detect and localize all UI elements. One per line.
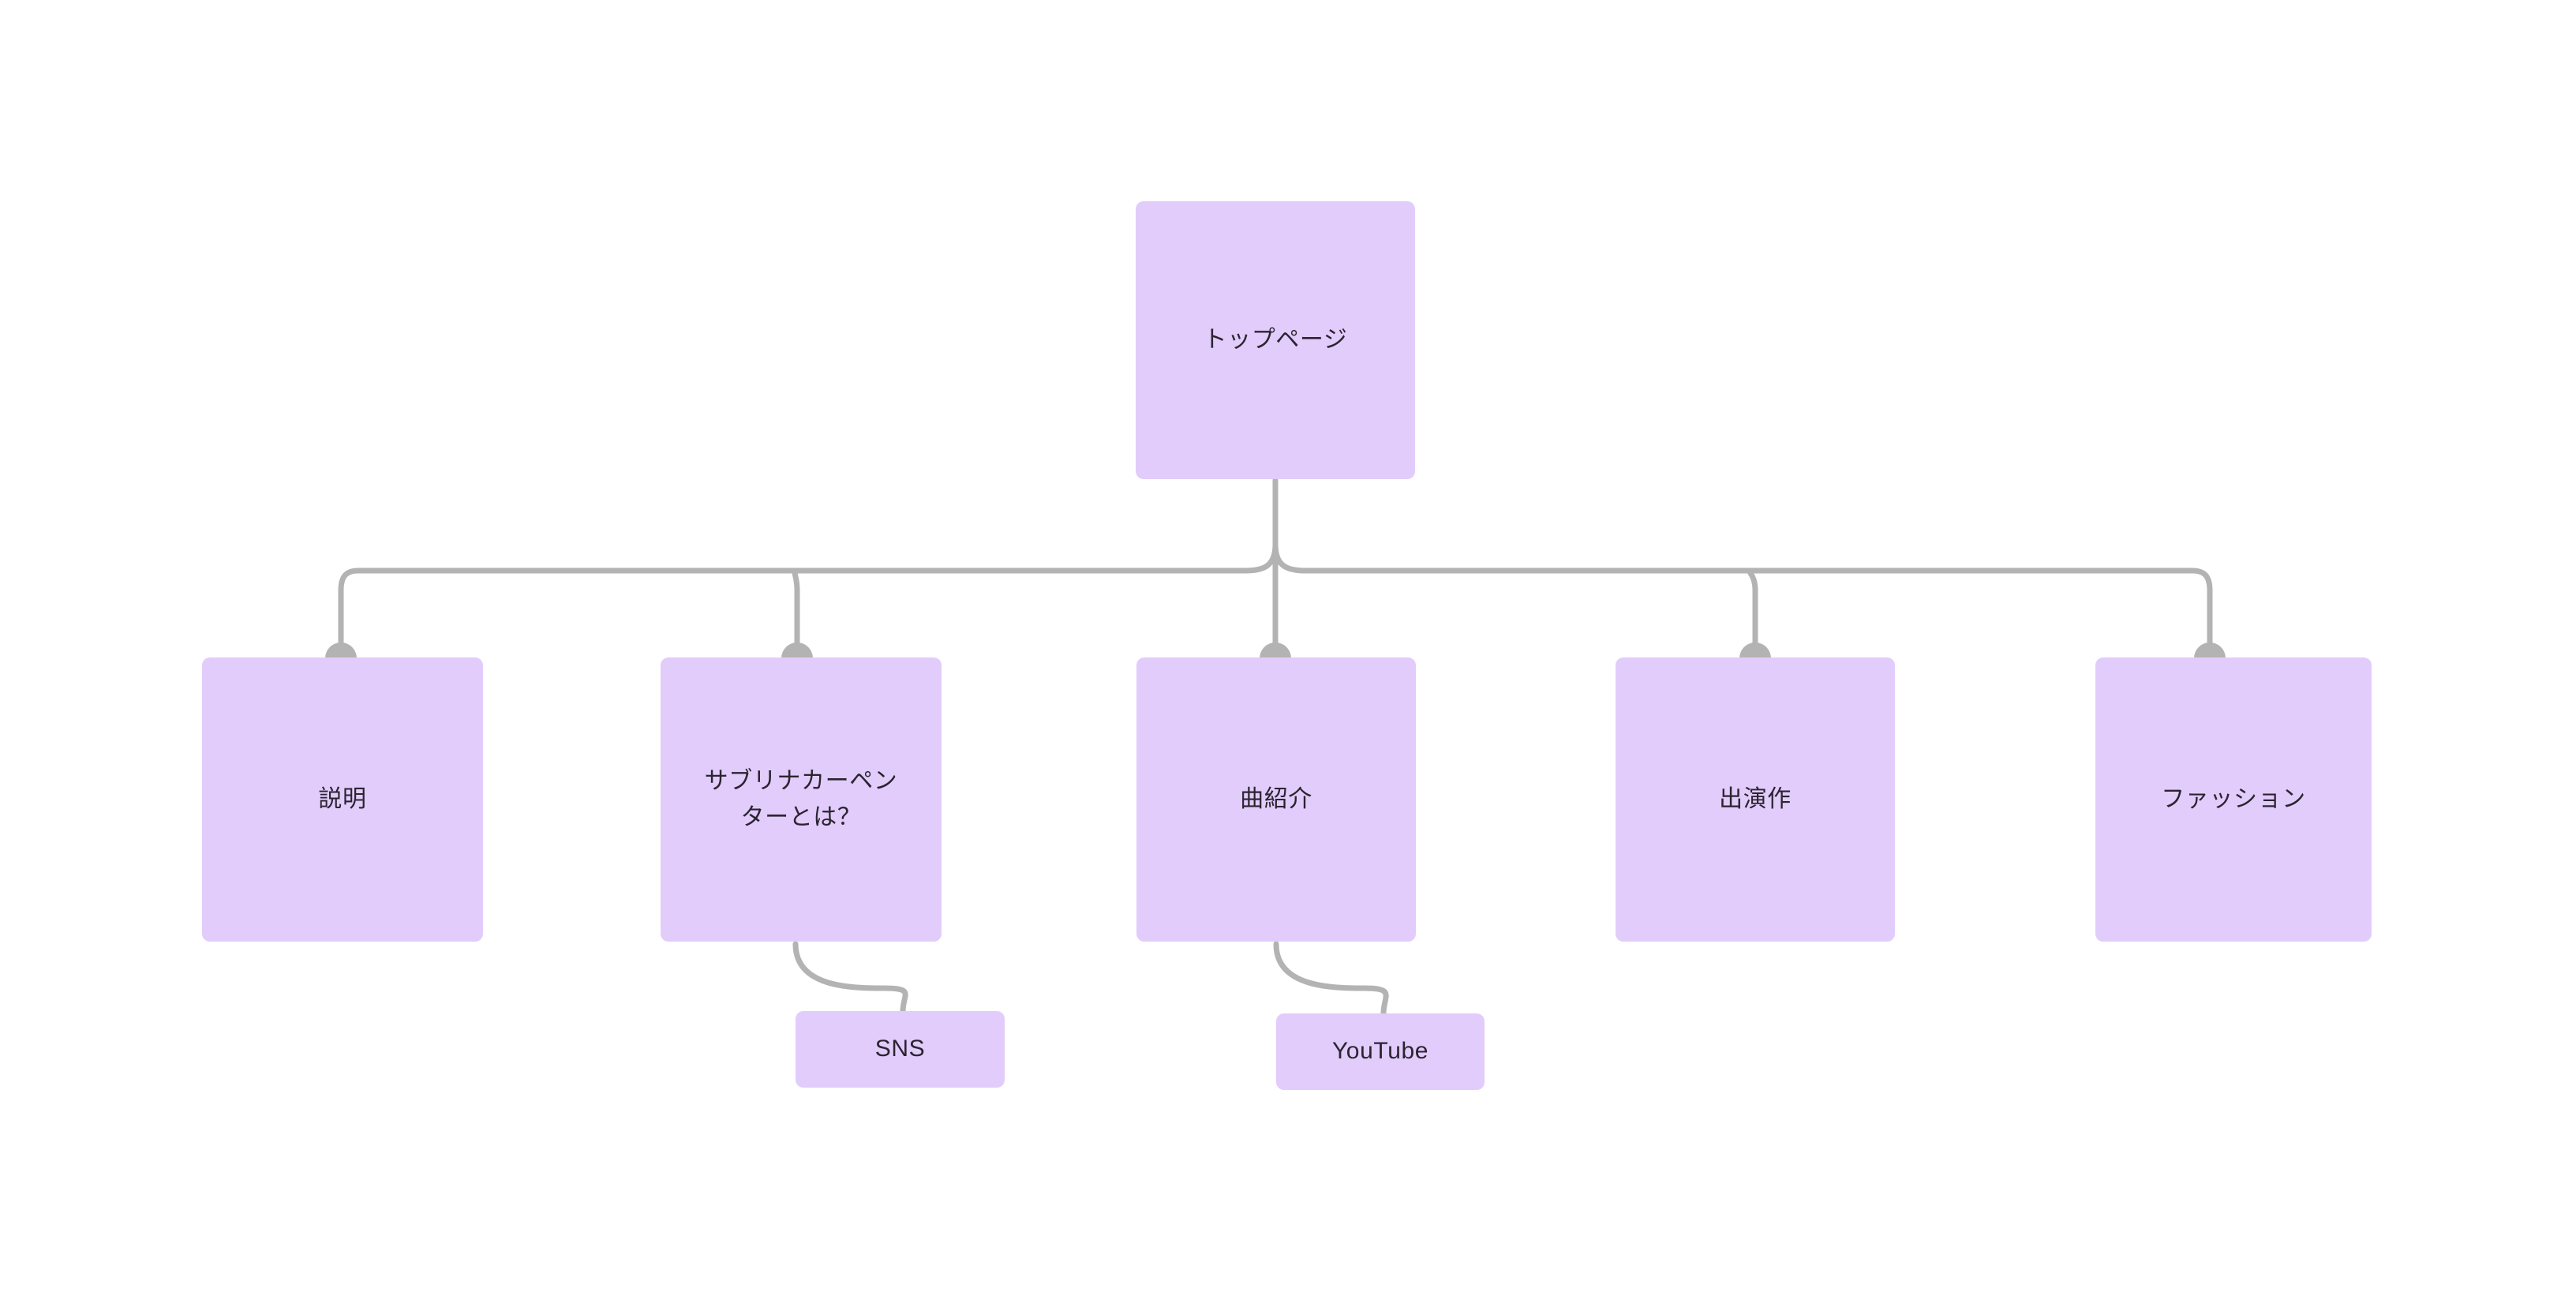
node-youtube[interactable]: YouTube (1276, 1013, 1485, 1090)
edge-drop-about (792, 567, 805, 661)
node-about-sabrina-label: サブリナカーペン ターとは？ (704, 767, 898, 831)
node-top-page-label: トップページ (1203, 326, 1348, 353)
node-works[interactable]: 出演作 (1616, 657, 1895, 942)
edge-bus-right (1272, 541, 2213, 661)
node-fashion[interactable]: ファッション (2095, 657, 2372, 942)
node-setsumei-label: 説明 (318, 785, 367, 812)
node-sns[interactable]: SNS (796, 1011, 1005, 1088)
edge-songs-youtube (1273, 941, 1389, 1017)
node-fashion-label: ファッション (2161, 785, 2306, 812)
node-sns-label: SNS (874, 1036, 926, 1062)
node-works-label: 出演作 (1719, 785, 1792, 812)
node-about-sabrina[interactable]: サブリナカーペン ターとは？ (661, 657, 942, 942)
node-youtube-label: YouTube (1331, 1038, 1429, 1065)
edge-bus-left (338, 541, 1279, 661)
node-song-intro-label: 曲紹介 (1240, 785, 1312, 812)
node-song-intro[interactable]: 曲紹介 (1136, 657, 1416, 942)
edge-drop-works (1747, 567, 1758, 661)
node-top-page[interactable]: トップページ (1136, 201, 1415, 479)
node-setsumei[interactable]: 説明 (202, 657, 483, 942)
edge-about-sns (792, 941, 908, 1014)
